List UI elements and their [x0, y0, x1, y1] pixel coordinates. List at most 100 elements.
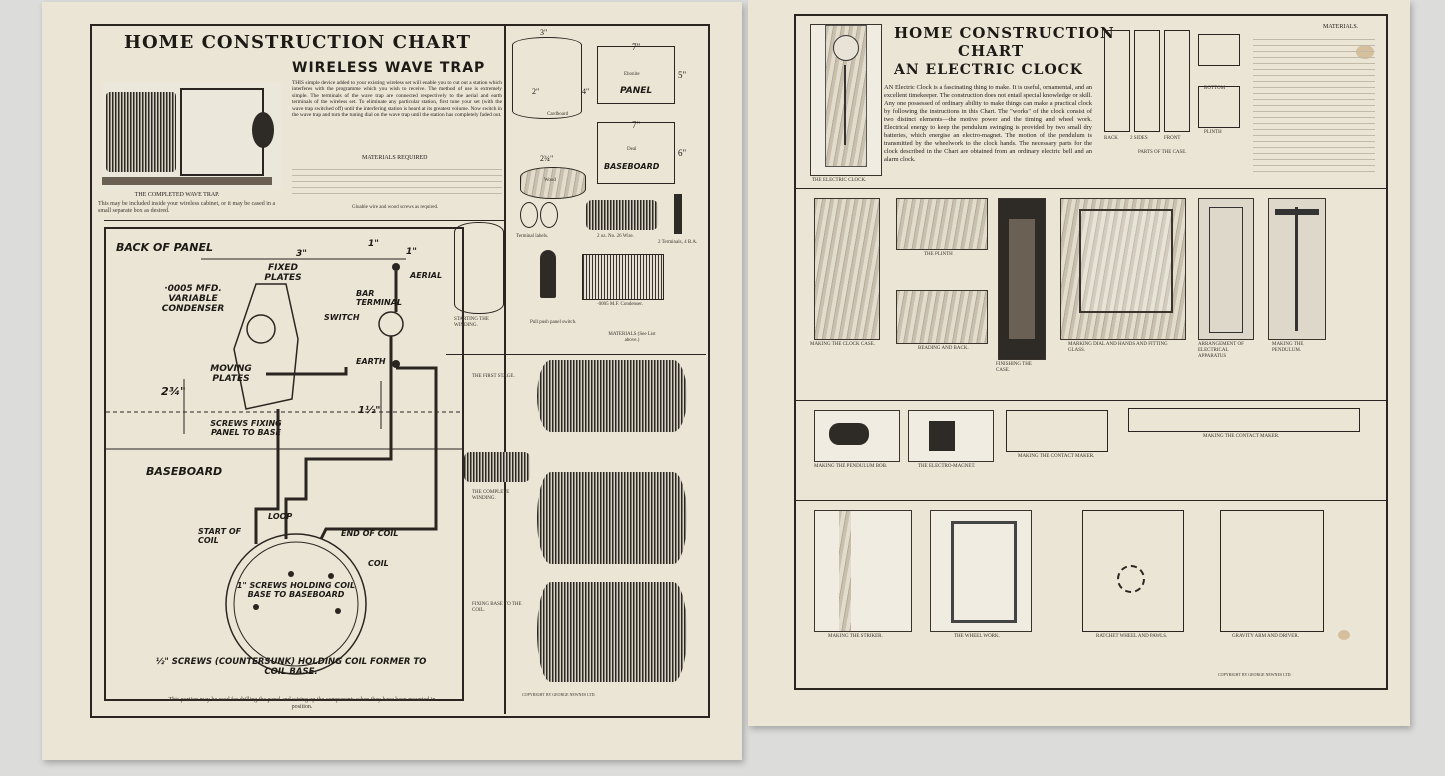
chart-subtitle: WIRELESS WAVE TRAP — [292, 60, 486, 76]
photo-electro-magnet — [908, 410, 994, 462]
dim-7-bottom: 7" — [632, 120, 641, 130]
wire-spool-drawing — [586, 200, 658, 230]
label-fixed-plates: FIXED PLATES — [264, 263, 302, 283]
label-variable-condenser: ·0005 MFD. VARIABLE CONDENSER — [161, 284, 225, 314]
wiring-diagram: BACK OF PANEL FIXED PLATES ·0005 MFD. VA… — [104, 227, 464, 701]
dim-2-3-4: 2¾" — [161, 385, 186, 398]
caption-starting-winding: STARTING THE WINDING. — [454, 317, 489, 328]
label-cardboard: Cardboard — [547, 112, 569, 117]
caption-complete-winding: THE COMPLETE WINDING. — [472, 490, 510, 501]
caption-gravity-arm: GRAVITY ARM AND DRIVER. — [1232, 634, 1299, 639]
caption-contact-maker-1: MAKING THE CONTACT MAKER. — [1018, 454, 1095, 459]
photo-making-striker — [814, 510, 912, 632]
label-end-of-coil: END OF COIL — [341, 529, 399, 538]
caption-completed-note: This may be included inside your wireles… — [98, 201, 276, 214]
label-terminal-labels: Terminal labels. — [516, 234, 549, 239]
row-divider — [794, 400, 1386, 401]
chart-header: HOME CONSTRUCTION CHART — [124, 32, 471, 53]
caption-pendulum-bob: MAKING THE PENDULUM BOB. — [814, 464, 888, 469]
contact-maker-diagram-2 — [1128, 408, 1360, 432]
terminal-labels-icon — [520, 202, 560, 230]
paper-stain — [1338, 630, 1350, 640]
label-panel: PANEL — [620, 86, 653, 96]
row-divider — [794, 188, 1386, 189]
case-parts-diagram — [1100, 24, 1250, 144]
label-baseboard: BASEBOARD — [146, 465, 223, 478]
label-plinth: PLINTH — [1204, 130, 1222, 135]
photo-marking-dial — [1060, 198, 1186, 340]
caption-making-clock-case: MAKING THE CLOCK CASE. — [810, 342, 875, 347]
chart-subtitle-right: AN ELECTRIC CLOCK — [894, 62, 1083, 78]
label-bar-terminal: BAR TERMINAL — [356, 289, 403, 307]
dim-5: 5" — [678, 70, 687, 80]
caption-electric-clock: THE ELECTRIC CLOCK. — [812, 178, 867, 183]
caption-plinth: THE PLINTH — [924, 252, 953, 257]
chart-sheet-wave-trap: HOME CONSTRUCTION CHART WIRELESS WAVE TR… — [42, 2, 742, 760]
label-bottom: BOTTOM — [1204, 86, 1226, 91]
caption-marking-dial: MARKING DIAL AND HANDS AND FITTING GLASS… — [1068, 342, 1168, 353]
dim-2-3-4-base: 2¾" — [540, 154, 554, 163]
materials-list-right — [1253, 34, 1375, 174]
dim-1a: 1" — [368, 239, 379, 249]
wiring-diagram-drawing — [106, 258, 462, 675]
label-materials-ref: MATERIALS (See List above.) — [608, 332, 656, 343]
cardboard-cylinder-drawing — [512, 37, 582, 127]
first-stage-coil-drawing — [537, 360, 687, 432]
label-start-of-coil: START OF COIL — [198, 527, 242, 545]
label-deal: Deal — [627, 147, 637, 152]
condenser-drawing — [582, 254, 664, 300]
caption-fixing-base: FIXING BASE TO THE COIL. — [472, 602, 522, 613]
label-front: FRONT — [1164, 136, 1181, 141]
ratchet-wheel-diagram — [1082, 510, 1184, 632]
photo-wheel-work — [930, 510, 1032, 632]
label-wire: 2 oz. No. 26 Wire. — [597, 234, 634, 239]
label-moving-plates: MOVING PLATES — [210, 364, 252, 384]
coil-drawing — [106, 92, 176, 172]
label-back: BACK — [1104, 136, 1118, 141]
label-push-pull: Pull push panel switch. — [530, 320, 577, 325]
photo-plinth — [896, 198, 988, 250]
dim-1-1-2: 1½" — [358, 405, 381, 416]
label-wood: Wood — [544, 178, 556, 183]
caption-first-stage: THE FIRST STAGE. — [472, 374, 515, 379]
label-ebonite: Ebonite — [624, 72, 640, 77]
dim-3: 3" — [296, 249, 307, 259]
chart-sheet-electric-clock: THE ELECTRIC CLOCK. HOME CONSTRUCTION CH… — [748, 0, 1410, 726]
photo-making-clock-case — [814, 198, 880, 340]
label-earth: EARTH — [356, 357, 386, 366]
steps-divider — [446, 354, 706, 355]
tuning-knob-icon — [252, 112, 274, 148]
caption-completed-wave-trap: THE COMPLETED WAVE TRAP. — [134, 192, 220, 198]
baseboard-part-drawing — [597, 122, 675, 184]
gravity-arm-diagram — [1220, 510, 1324, 632]
complete-winding-small-drawing — [464, 452, 530, 482]
column-divider — [504, 24, 506, 714]
dim-6: 6" — [678, 148, 687, 158]
terminal-icon — [674, 194, 682, 234]
label-switch: SWITCH — [324, 313, 360, 322]
label-screws-holding: 1" SCREWS HOLDING COIL BASE TO BASEBOARD — [236, 581, 356, 599]
label-baseboard-part: BASEBOARD — [604, 162, 660, 171]
caption-electro-magnet: THE ELECTRO-MAGNET. — [918, 464, 976, 469]
materials-heading-right: MATERIALS. — [1323, 24, 1359, 30]
intro-paragraph: THIS simple device added to your existin… — [292, 80, 502, 119]
contact-maker-diagram-1 — [1006, 410, 1108, 452]
wood-disc-drawing — [520, 167, 586, 199]
copyright-right: COPYRIGHT BY GEORGE NEWNES LTD. — [1218, 672, 1292, 677]
caption-electrical-apparatus: ARRANGEMENT OF ELECTRICAL APPARATUS — [1198, 342, 1244, 359]
footer-note: This portion may be used for drilling th… — [168, 697, 436, 710]
label-back-of-panel: BACK OF PANEL — [116, 241, 213, 254]
label-loop: LOOP — [268, 512, 293, 521]
sheet-border — [90, 24, 710, 718]
chart-header-right-line2: CHART — [958, 42, 1025, 60]
caption-making-striker: MAKING THE STRIKER. — [828, 634, 883, 639]
push-pull-switch-icon — [540, 250, 556, 298]
baseboard-drawing — [102, 177, 272, 185]
section-divider — [104, 220, 504, 221]
materials-heading: MATERIALS REQUIRED — [362, 155, 428, 161]
photo-beading-and-back — [896, 290, 988, 344]
photo-finishing-case — [998, 198, 1046, 360]
caption-parts-of-case: PARTS OF THE CASE. — [1138, 150, 1187, 155]
sheet-border-right — [794, 14, 1388, 690]
label-countersunk-screws: ½" SCREWS (COUNTERSUNK) HOLDING COIL FOR… — [155, 657, 427, 677]
